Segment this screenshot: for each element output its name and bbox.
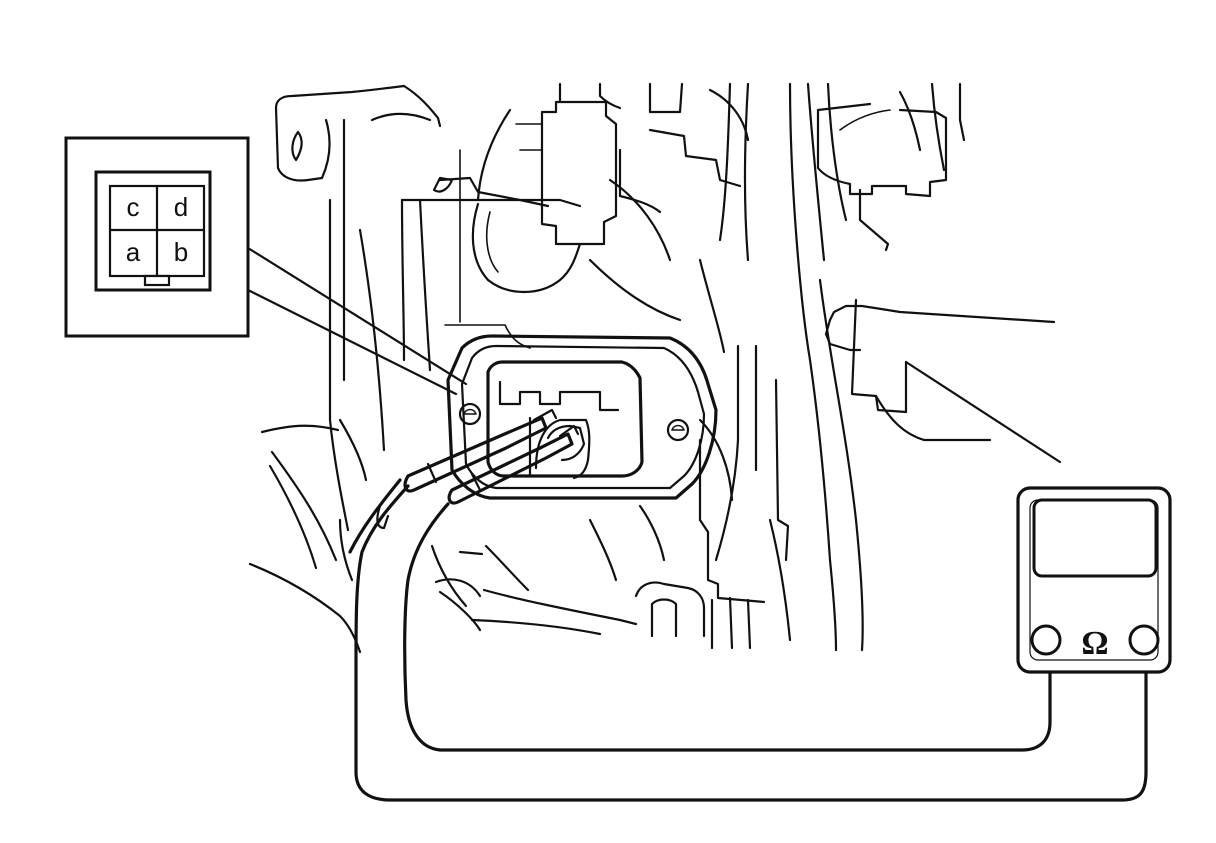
terminal-d-label: d: [174, 192, 188, 222]
test-leads: [348, 478, 1148, 802]
ohmmeter: Ω: [1016, 486, 1172, 674]
terminal-c-label: c: [127, 192, 140, 222]
terminal-b-label: b: [174, 237, 188, 267]
vehicle-structure-lines: [248, 82, 1062, 654]
ohmmeter-display: [1032, 498, 1158, 578]
ohmmeter-jack-left: [1030, 624, 1062, 656]
ohm-symbol: Ω: [1081, 625, 1108, 662]
terminal-a-label: a: [126, 237, 141, 267]
ohmmeter-jack-right: [1128, 624, 1160, 656]
connector-lock-tab: [143, 274, 171, 287]
meter-probes: [403, 408, 580, 505]
connector-inset: c d a b: [64, 136, 250, 338]
callout-leaders: [246, 246, 468, 396]
